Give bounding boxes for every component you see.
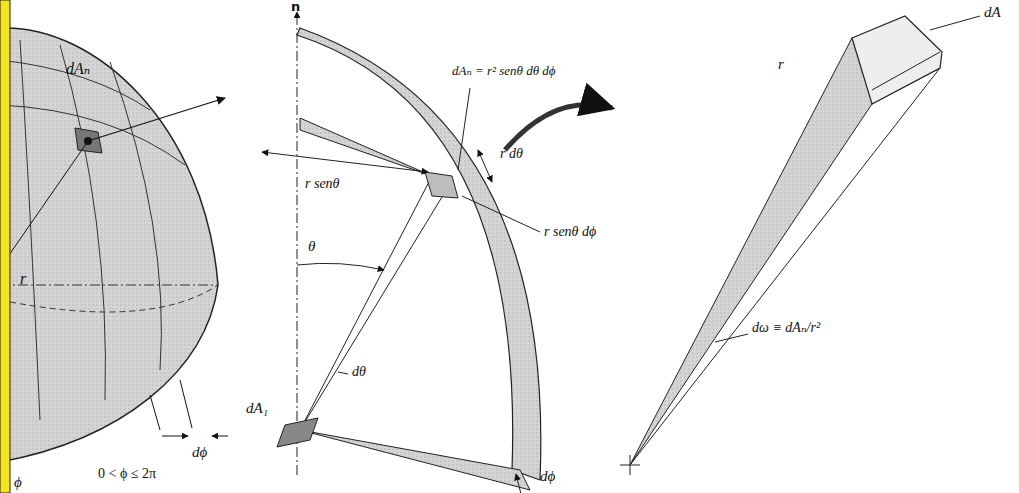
- angle-label: dϕ: [540, 468, 555, 485]
- dimension-arrow: [162, 436, 188, 437]
- cone-edge: [630, 68, 940, 465]
- base-ellipse: [0, 285, 218, 312]
- dimension-label: r dθ: [500, 146, 523, 161]
- area-label: dA₁: [246, 400, 268, 417]
- axis-line: [0, 285, 218, 286]
- latitude-line: [0, 105, 185, 165]
- ray: [300, 192, 445, 430]
- range-label: 0 < ϕ ≤ 2π: [98, 466, 156, 481]
- meridian-line: [20, 40, 40, 420]
- solid-angle-cone: [630, 38, 940, 465]
- area-label: dA: [984, 4, 1001, 21]
- radius-line: [0, 144, 86, 268]
- meridian-line: [60, 45, 105, 400]
- origin-mark: [630, 455, 631, 475]
- normal-arrow: [88, 98, 225, 141]
- area-patch: [425, 172, 458, 198]
- meridian-band: [297, 28, 541, 480]
- side-bar: [0, 0, 10, 493]
- dimension-label: r senθ: [305, 176, 340, 191]
- area-element: [277, 418, 318, 447]
- leader-line: [715, 334, 748, 342]
- dimension-arrow: [478, 150, 492, 182]
- radius-label: r: [20, 270, 26, 288]
- tick-line: [150, 395, 160, 430]
- angle-label: dθ: [352, 364, 366, 379]
- ray: [300, 180, 430, 430]
- dimension-arrow: [262, 152, 428, 172]
- normal-axis: [297, 12, 298, 475]
- tick-line: [180, 380, 192, 428]
- dimension-arrow: [516, 474, 522, 493]
- axis-label: n: [291, 0, 300, 14]
- formula-label: dAₙ = r² senθ dθ dϕ: [452, 64, 556, 78]
- ring-wedge: [300, 118, 432, 176]
- face-edge: [872, 52, 940, 90]
- formula-label: dω ≡ dAₙ/r²: [752, 320, 820, 335]
- hemisphere: [0, 28, 218, 462]
- leader-line: [462, 196, 540, 232]
- angle-label: ϕ: [14, 474, 22, 491]
- base-wedge: [300, 430, 530, 490]
- leader-line: [930, 16, 980, 30]
- meridian-line: [110, 62, 161, 370]
- dimension-label: r senθ dϕ: [544, 224, 596, 239]
- radius-label: r: [778, 56, 784, 73]
- theta-arc: [297, 263, 384, 270]
- angle-label: θ: [308, 238, 315, 255]
- angle-label: dϕ: [192, 444, 207, 461]
- dimension-arrow: [212, 436, 228, 437]
- leader-line: [338, 372, 348, 374]
- area-label: dAₙ: [66, 60, 90, 78]
- area-face: [852, 16, 942, 104]
- transition-arrow: [505, 105, 612, 150]
- leader-line: [458, 88, 470, 170]
